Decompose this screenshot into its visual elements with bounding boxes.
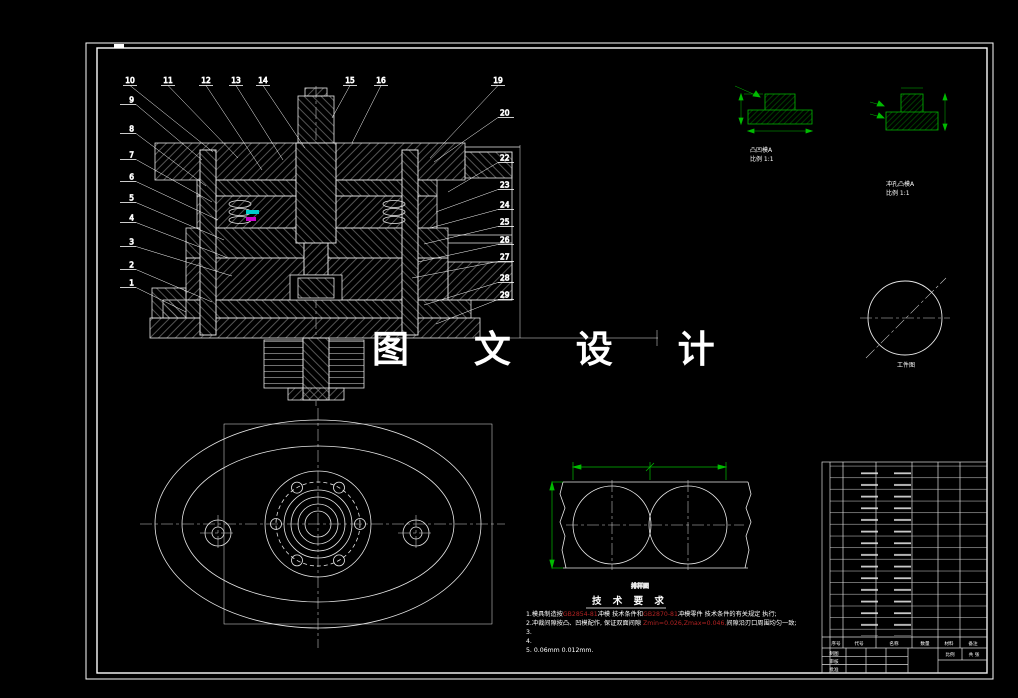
strip-dimensions — [549, 462, 728, 570]
callout-28: 28 — [500, 274, 510, 283]
callout-2: 2 — [129, 261, 134, 270]
side-hole-left — [200, 515, 236, 551]
side-hole-right — [398, 515, 434, 551]
callout-27: 27 — [500, 253, 510, 262]
tech-title: 技 术 要 求 — [592, 595, 668, 607]
watermark: 图 文 设 计 — [372, 327, 741, 371]
callout-19: 19 — [493, 76, 503, 85]
parts-header-code: 代号 — [854, 640, 864, 647]
callout-5: 5 — [129, 194, 134, 203]
spring-right — [382, 200, 406, 224]
callout-20: 20 — [500, 109, 510, 118]
callout-16: 16 — [376, 76, 386, 85]
detail-view-2 — [869, 87, 948, 132]
callout-9: 9 — [129, 96, 134, 105]
detail-1-caption-line1: 凸凹模A — [750, 146, 773, 154]
callout-6: 6 — [129, 173, 134, 182]
detail-1-caption-line2: 比例 1:1 — [750, 155, 774, 163]
main-section-view — [149, 86, 658, 406]
tech-line-4: 4. — [526, 638, 532, 645]
callout-7: 7 — [129, 151, 134, 160]
tech-line-5: 5. 0.06mm 0.012mm. — [526, 647, 593, 654]
titleblock-label-checked: 审核 — [829, 658, 839, 665]
titleblock-label-drawn: 制图 — [829, 650, 839, 657]
detail-view-1 — [734, 85, 814, 134]
part-callouts: 10 11 12 13 14 15 16 19 9 8 7 6 5 4 3 2 … — [120, 76, 514, 325]
titleblock-label-scale: 比例 — [945, 651, 955, 658]
parts-header-notes: 备注 — [968, 640, 978, 647]
parts-header-qty: 数量 — [920, 640, 930, 647]
plan-view — [140, 408, 505, 648]
detail-2-caption-line2: 比例 1:1 — [886, 189, 910, 197]
drawing-frame — [85, 42, 994, 680]
titleblock-label-sheet: 共 张 — [969, 651, 980, 658]
callout-4: 4 — [129, 214, 134, 223]
tech-requirements: 技 术 要 求 1.模具制造按GB2854-81冲模 技术条件和GB2870-8… — [526, 595, 797, 654]
callout-13: 13 — [231, 76, 241, 85]
tech-line-2: 2.冲裁间隙按凸、凹模配作, 保证双面间隙 Zmin=0.026,Zmax=0.… — [526, 619, 797, 627]
callout-29: 29 — [500, 291, 510, 300]
detail-2-caption-line1: 冲孔凸模A — [886, 180, 915, 188]
title-block: 序号 代号 名称 数量 材料 备注 制图 审核 批准 比例 共 张 — [821, 461, 988, 674]
strip-layout-view: 排样图 — [549, 462, 752, 590]
blank-view-caption: 工件图 — [897, 361, 915, 369]
titleblock-label-approved: 批准 — [829, 666, 839, 673]
callout-15: 15 — [345, 76, 355, 85]
tech-line-1: 1.模具制造按GB2854-81冲模 技术条件和GB2870-81冲模零件 技术… — [526, 610, 777, 618]
callout-10: 10 — [125, 76, 135, 85]
callout-1: 1 — [129, 279, 134, 288]
blank-view — [860, 277, 950, 359]
callout-23: 23 — [500, 181, 510, 190]
parts-header-material: 材料 — [944, 640, 954, 647]
callout-22: 22 — [500, 154, 510, 163]
callout-3: 3 — [129, 238, 134, 247]
callout-24: 24 — [500, 201, 510, 210]
callout-26: 26 — [500, 236, 510, 245]
parts-header-index: 序号 — [831, 640, 841, 647]
strip-caption: 排样图 — [631, 582, 649, 590]
callout-8: 8 — [129, 125, 134, 134]
callout-25: 25 — [500, 218, 510, 227]
callout-12: 12 — [201, 76, 211, 85]
parts-header-name: 名称 — [889, 640, 899, 647]
tech-line-3: 3. — [526, 629, 532, 636]
callout-14: 14 — [258, 76, 268, 85]
callout-11: 11 — [163, 76, 173, 85]
